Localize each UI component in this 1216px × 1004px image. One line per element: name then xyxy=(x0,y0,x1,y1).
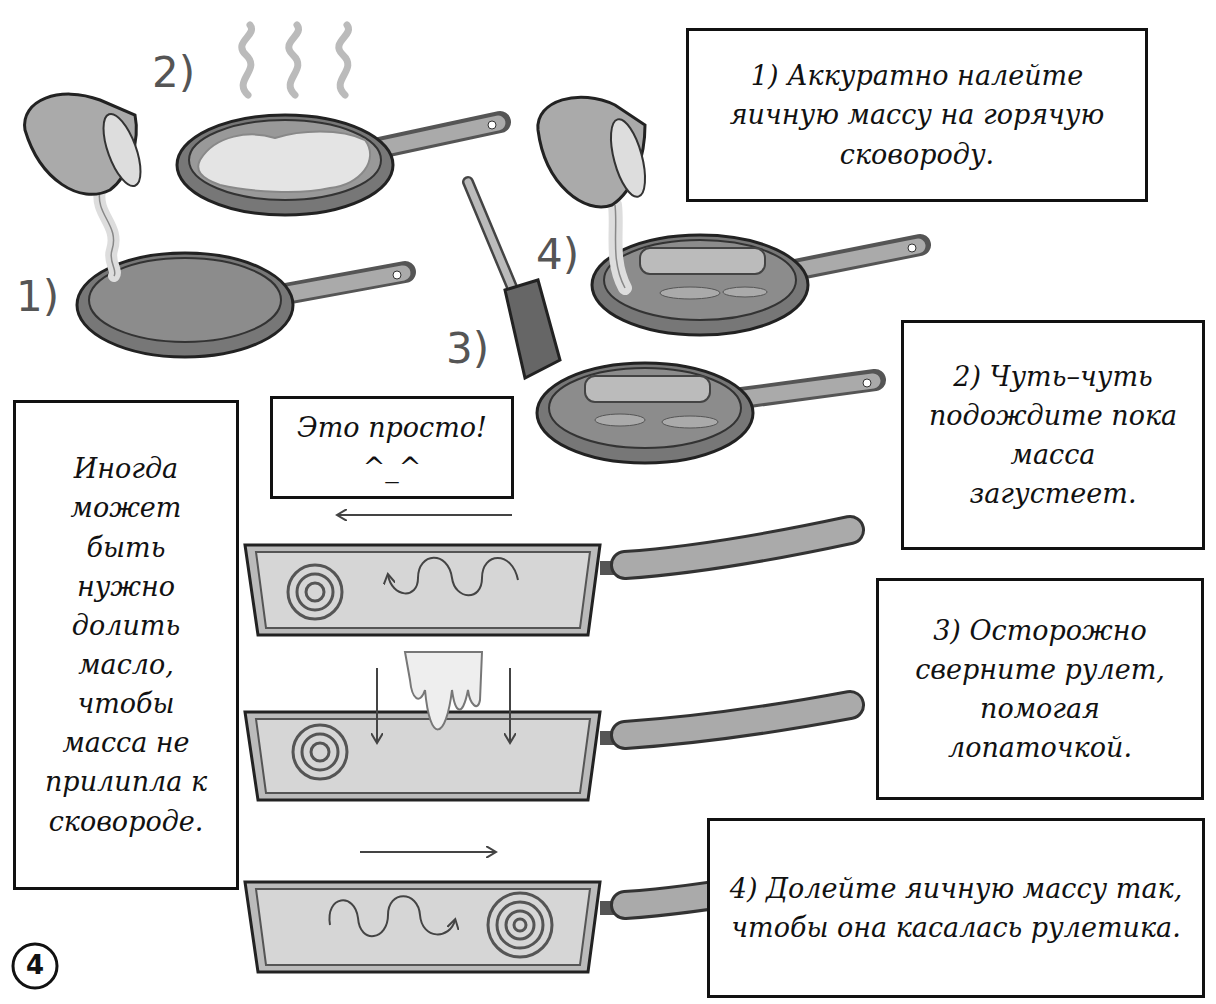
steam xyxy=(242,25,349,95)
pan xyxy=(592,235,920,335)
text-box: Иногда может быть нужно долить масло, чт… xyxy=(13,400,239,890)
text-box: Это просто! ^_^ xyxy=(270,396,514,499)
pan xyxy=(537,363,875,463)
step-number: 1) xyxy=(16,276,59,318)
instruction-text: Иногда может быть нужно долить масло, чт… xyxy=(41,449,211,840)
pan xyxy=(77,253,405,357)
instruction-text: 3) Осторожно сверните рулет, помогая лоп… xyxy=(890,611,1190,768)
ladle xyxy=(25,94,149,276)
step-number: 3) xyxy=(446,328,489,370)
step-number: 2) xyxy=(152,52,195,94)
text-box: 4) Долейте яичную массу так, чтобы она к… xyxy=(707,818,1205,998)
side-pan xyxy=(245,652,850,800)
text-box: 3) Осторожно сверните рулет, помогая лоп… xyxy=(876,578,1204,800)
instruction-text: Это просто! ^_^ xyxy=(297,408,487,486)
instruction-text: 1) Аккуратно налейте яичную массу на гор… xyxy=(712,56,1122,173)
text-box: 1) Аккуратно налейте яичную массу на гор… xyxy=(686,28,1148,202)
text-box: 2) Чуть–чуть подождите пока масса загуст… xyxy=(901,320,1205,550)
page-number-ring xyxy=(13,944,57,988)
page-number: 4 xyxy=(26,952,44,978)
instruction-text: 2) Чуть–чуть подождите пока масса загуст… xyxy=(923,357,1183,514)
step-number: 4) xyxy=(536,234,579,276)
instruction-text: 4) Долейте яичную массу так, чтобы она к… xyxy=(721,869,1191,947)
side-pan xyxy=(245,515,850,635)
pan xyxy=(177,115,500,215)
